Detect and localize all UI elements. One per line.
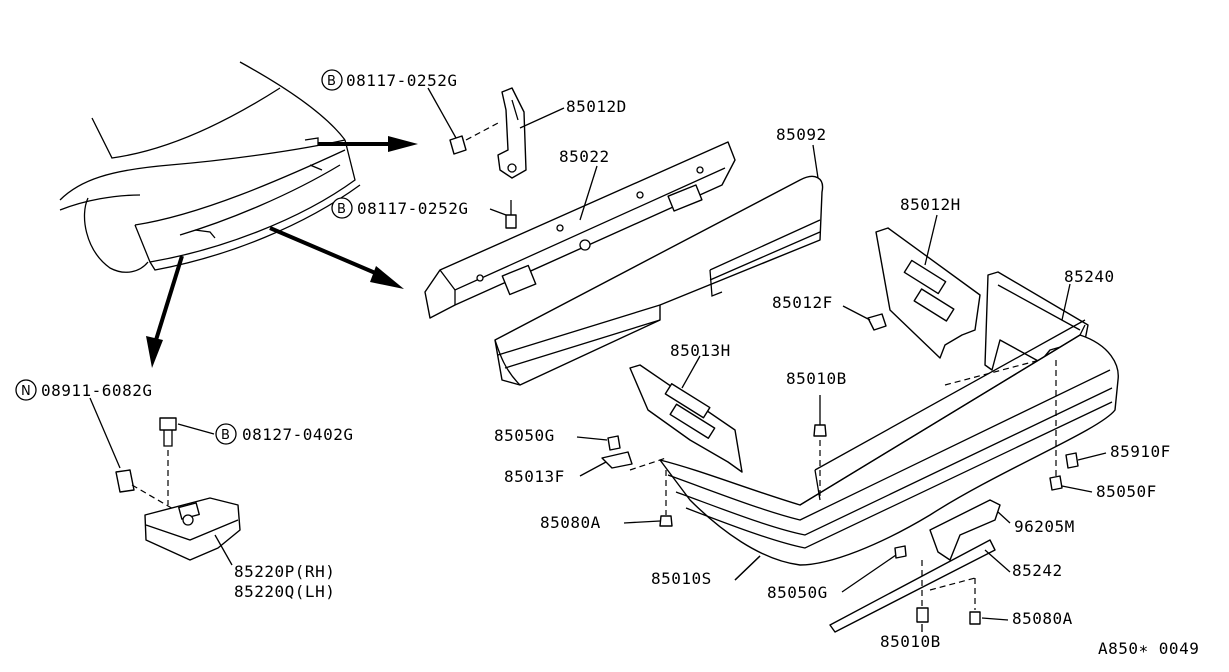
callout-c6-code: 85012H (900, 195, 961, 214)
fasteners-85910f-85050f (944, 359, 1079, 491)
callout-c15-code: 85013F (504, 467, 565, 486)
clip-85050g-lower (894, 545, 907, 559)
clip-85012f (867, 313, 887, 331)
bracket-85012h (875, 227, 981, 359)
bolt-08117-upper (449, 121, 501, 155)
callout-c1-symbol: B (327, 74, 336, 89)
bracket-85012d (497, 87, 527, 179)
callout-c4-code: 85092 (776, 125, 827, 144)
reinforcement-85022 (424, 141, 736, 319)
leader-lines (89, 87, 1107, 632)
callout-c3-code: 85022 (559, 147, 610, 166)
car-rear-outline (59, 61, 361, 273)
callout-c16-code: 85050F (1096, 482, 1157, 501)
fastener-85080a-right (929, 577, 981, 625)
bolt-08117-lower (505, 200, 517, 229)
fastener-85080a-left (629, 457, 673, 527)
callout-c19-code: 85220P(RH) (234, 562, 335, 581)
callout-c25-code: 85010B (880, 632, 941, 651)
callout-c1-code: 08117-0252G (346, 71, 457, 90)
bracket-85013h (629, 364, 743, 473)
callout-c11-code: 08911-6082G (41, 381, 152, 400)
callout-c12-symbol: B (221, 428, 230, 443)
callout-c18-code: 96205M (1014, 517, 1075, 536)
diagram-id: A850∗ 0049 (1098, 639, 1199, 658)
fascia-85092 (494, 175, 824, 386)
callout-c1: B 08117-0252G (321, 69, 457, 91)
callout-c13-code: 85050G (494, 426, 555, 445)
callout-c11: N 08911-6082G (15, 379, 152, 401)
callout-c21-code: 85010S (651, 569, 712, 588)
callout-c23-code: 85050G (767, 583, 828, 602)
callout-c5-symbol: B (337, 202, 346, 217)
callout-c8-code: 85012F (772, 293, 833, 312)
callout-c10-code: 85010B (786, 369, 847, 388)
callout-c12-code: 08127-0402G (242, 425, 353, 444)
callout-c2-code: 85012D (566, 97, 627, 116)
callout-c5-code: 08117-0252G (357, 199, 468, 218)
callout-c5: B 08117-0252G (331, 197, 468, 219)
bolt-85010b-upper (813, 395, 827, 498)
direction-arrows (146, 136, 418, 368)
callout-c17-code: 85080A (540, 513, 601, 532)
callout-c7-code: 85240 (1064, 267, 1115, 286)
callout-c11-symbol: N (21, 384, 31, 399)
callout-c12: B 08127-0402G (215, 423, 353, 445)
callout-c22-code: 85242 (1012, 561, 1063, 580)
callout-c9-code: 85013H (670, 341, 731, 360)
nut-08911 (115, 469, 176, 511)
bolt-08127 (159, 417, 177, 505)
callout-c24-code: 85080A (1012, 609, 1073, 628)
callout-c20-code: 85220Q(LH) (234, 582, 335, 601)
bracket-96205m (929, 499, 1001, 561)
bolt-85010b-lower (916, 560, 929, 623)
fascia-85010s (659, 319, 1119, 566)
strip-85242 (829, 539, 996, 633)
callout-c14-code: 85910F (1110, 442, 1171, 461)
clip-85050g-left (601, 435, 633, 469)
bracket-85220 (144, 497, 241, 561)
